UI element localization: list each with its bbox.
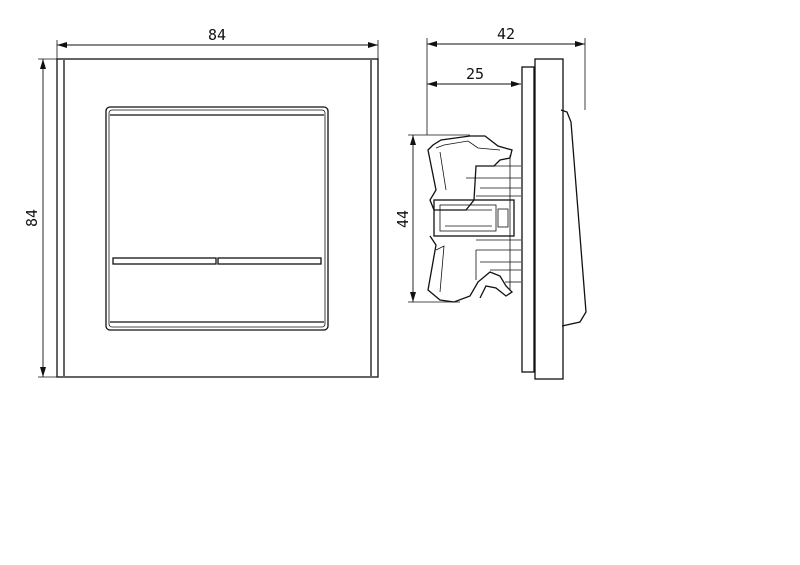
height-dimension-label: 84 [23, 209, 41, 227]
indicator-slot-right [217, 257, 322, 265]
rocker-side [560, 109, 587, 327]
mechanism [427, 135, 521, 303]
total-depth-label: 42 [497, 25, 515, 43]
mechanism-depth-label: 25 [466, 65, 484, 83]
indicator-slot-left [112, 257, 217, 265]
frame-outline [56, 58, 379, 378]
width-dimension-label: 84 [208, 26, 226, 44]
side-view: 42 25 44 [394, 25, 587, 380]
mechanism-height-label: 44 [394, 210, 412, 228]
rocker-outline [105, 106, 329, 331]
frame-side [534, 58, 564, 380]
mounting-plate [521, 66, 535, 373]
front-view: 84 84 [23, 26, 379, 378]
